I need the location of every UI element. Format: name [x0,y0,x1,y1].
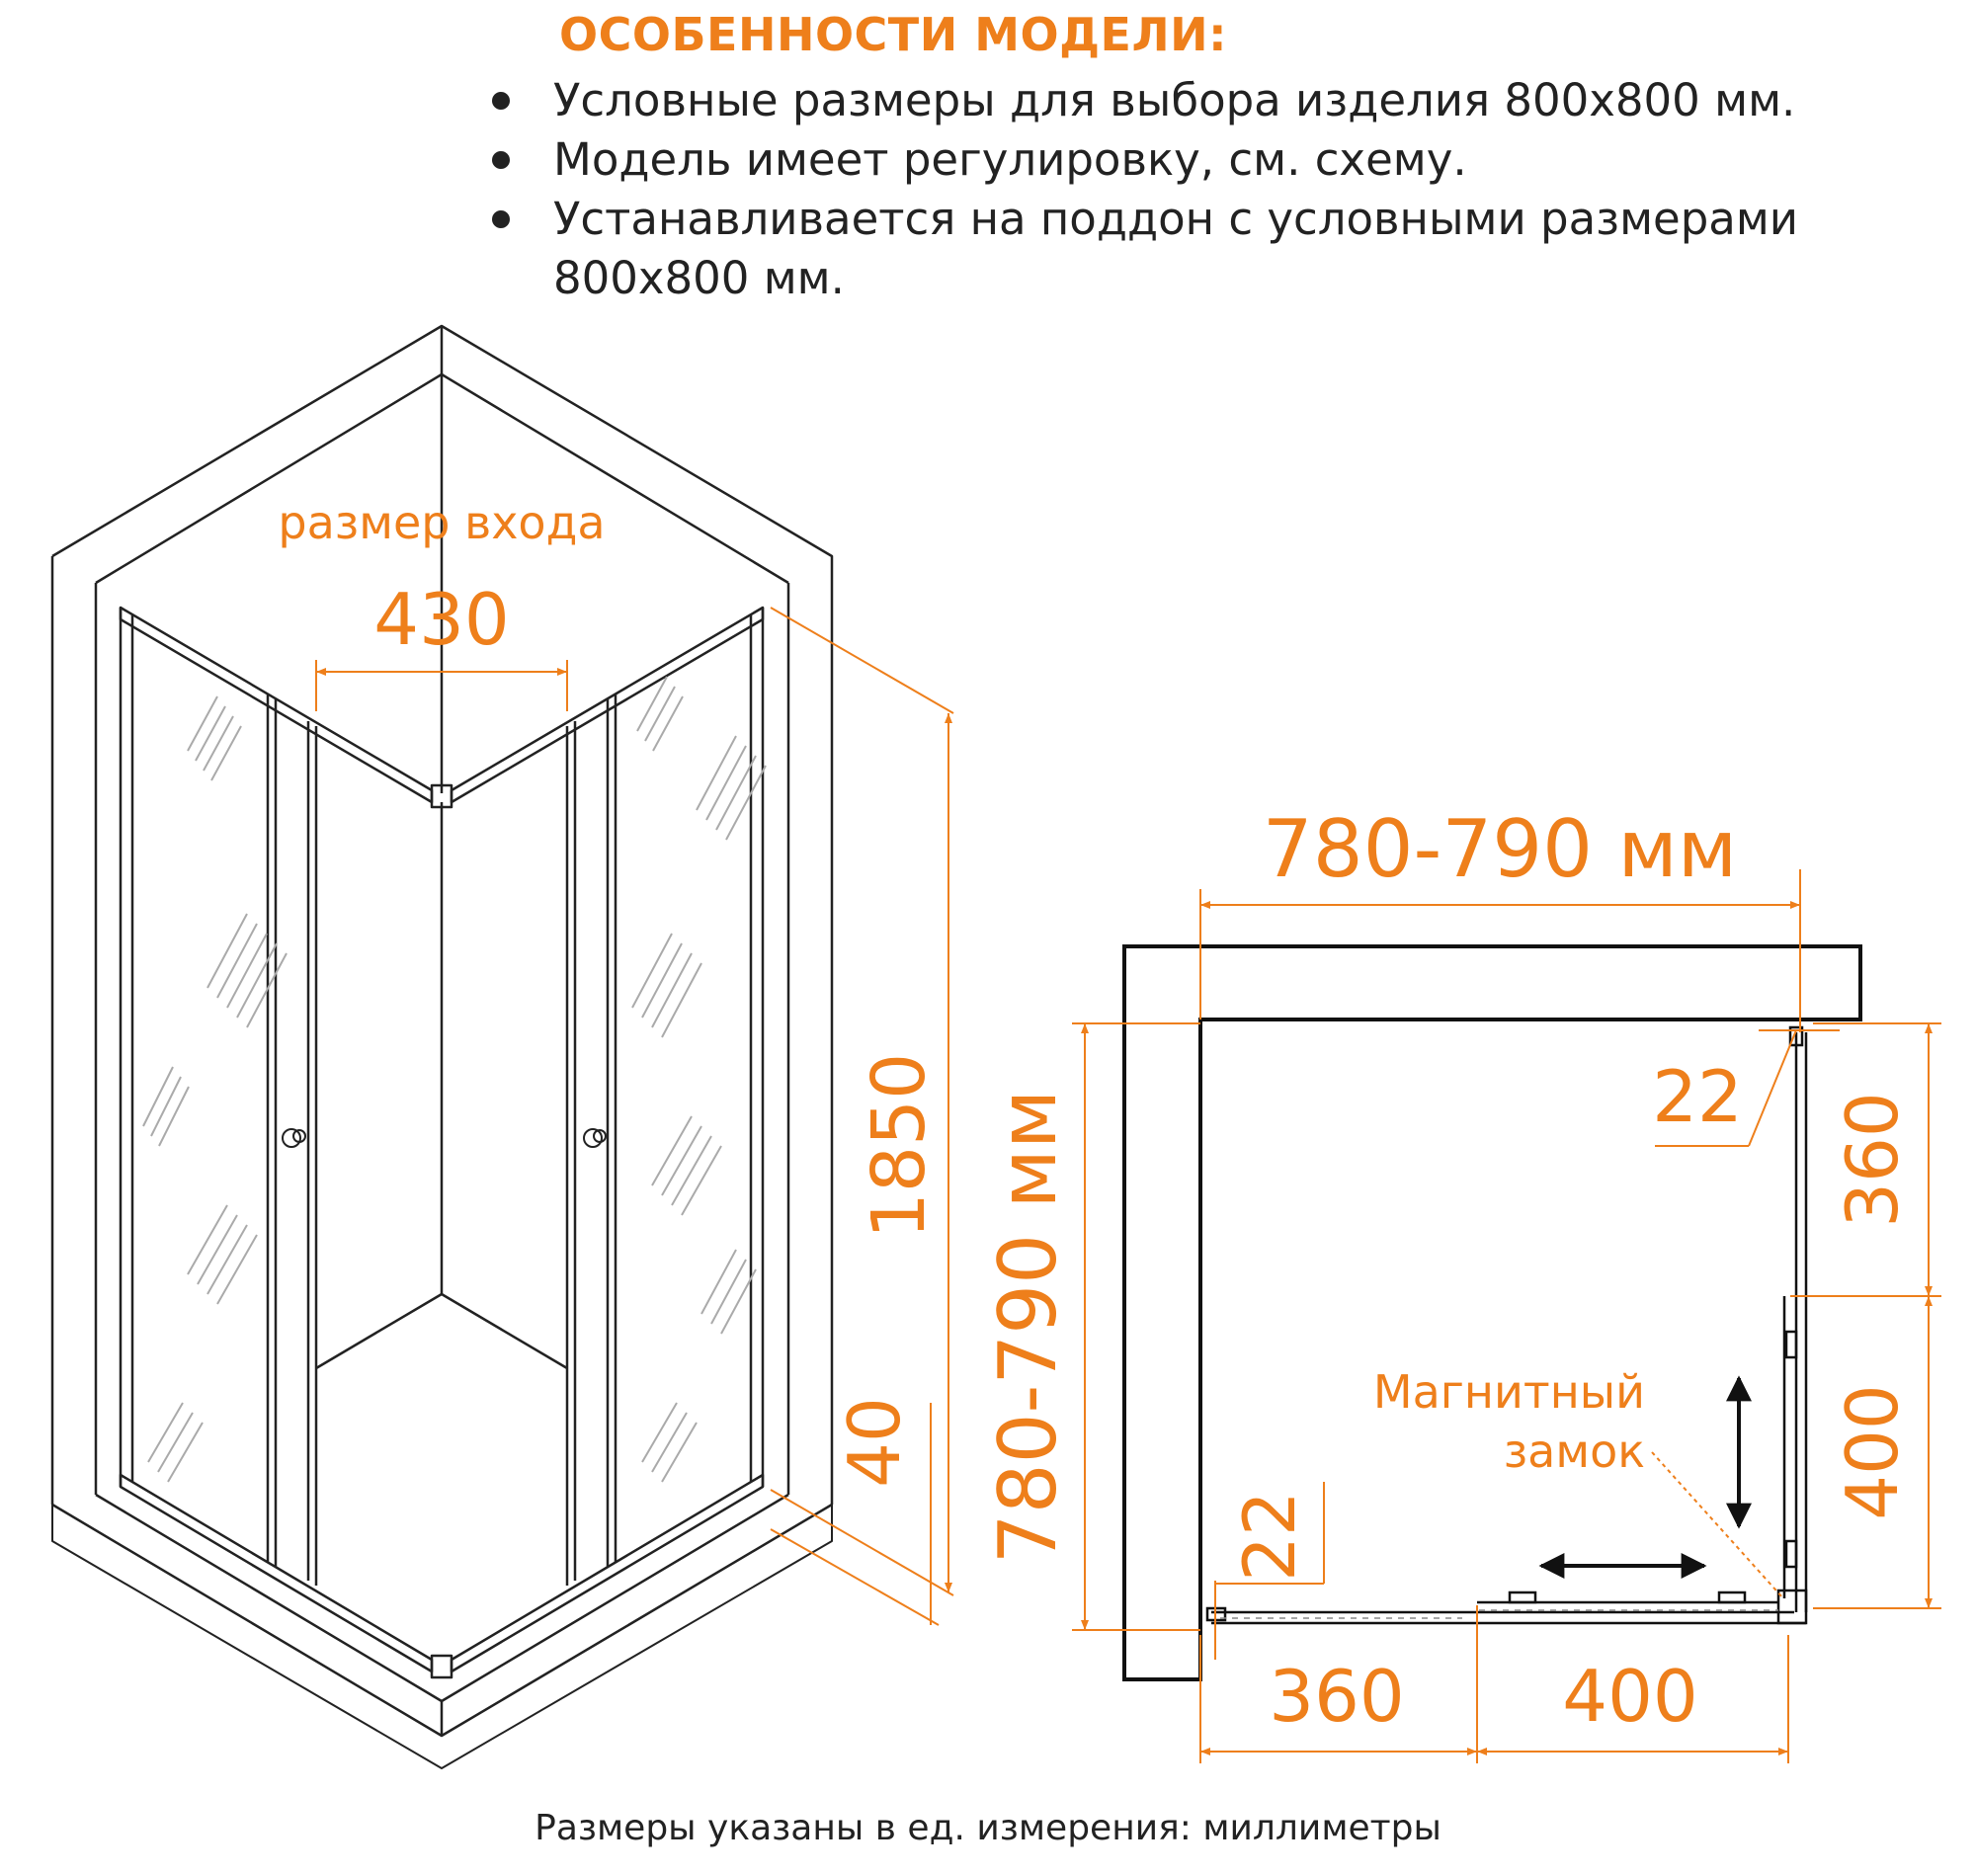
glass-reflection-hatching [142,676,767,1483]
profile-top-value: 22 [1652,1055,1743,1138]
entrance-width-value: 430 [373,578,509,661]
bottom-fixed-value: 360 [1269,1655,1404,1738]
height-extension-bottom [770,1489,954,1596]
plan-roller-4 [1717,1591,1747,1604]
bullet-icon [492,92,510,110]
left-side-panels [119,608,318,1586]
top-width-value: 780-790 мм [1263,803,1737,895]
bullet-icon [492,210,510,228]
features-title: ОСОБЕННОСТИ МОДЕЛИ: [559,8,1228,61]
plinth-outline [51,1505,833,1769]
feature-text: Устанавливается на поддон с условными ра… [553,193,1799,304]
corner-post-top [430,783,453,809]
entrance-label: размер входа [278,496,605,549]
lock-leader-line [1651,1451,1784,1599]
outer-wall-outline [51,324,834,1505]
features-list: Условные размеры для выбора изделия 800x… [484,71,1966,308]
plan-roller-3 [1508,1591,1537,1604]
profile-left-value: 22 [1228,1491,1311,1582]
plan-roller-2 [1784,1539,1798,1569]
feature-item: Условные размеры для выбора изделия 800x… [484,71,1966,130]
corner-post-bottom [430,1654,453,1679]
height-extension-top [770,607,954,714]
plan-roller-1 [1784,1330,1798,1359]
plan-wall-profile-top [1788,1025,1804,1047]
plan-corner-profile [1776,1589,1808,1625]
right-side-panels [565,608,765,1586]
door-handle-right-icon [583,1128,607,1148]
feature-item: Модель имеет регулировку, см. схему. [484,130,1966,190]
height-value: 1850 [857,1053,942,1239]
isometric-view [50,324,834,1769]
lock-label-line2: замок [1504,1425,1645,1478]
floor-right-line [441,1292,568,1370]
iso-dimensions: размер входа 430 1850 40 [278,496,954,1626]
lock-label-line1: Магнитный [1373,1365,1645,1419]
bullet-icon [492,151,510,169]
feature-item: Устанавливается на поддон с условными ра… [484,190,1966,308]
tray-inner-outline [95,1493,789,1703]
door-handle-left-icon [282,1128,306,1148]
bottom-door-value: 400 [1562,1655,1697,1738]
right-door-value: 400 [1831,1384,1914,1519]
base-extension-bottom [770,1528,940,1626]
feature-text: Условные размеры для выбора изделия 800x… [553,74,1796,126]
side-width-value: 780-790 мм [982,1090,1074,1564]
plan-view: 780-790 мм 780-790 мм 22 360 400 22 360 … [982,803,1941,1763]
right-fixed-value: 360 [1831,1092,1914,1227]
base-height-value: 40 [833,1397,916,1488]
feature-text: Модель имеет регулировку, см. схему. [553,133,1467,186]
footer-note: Размеры указаны в ед. измерения: миллиме… [535,1808,1441,1848]
floor-left-line [315,1292,443,1370]
features-section: ОСОБЕННОСТИ МОДЕЛИ: Условные размеры для… [0,0,1976,316]
